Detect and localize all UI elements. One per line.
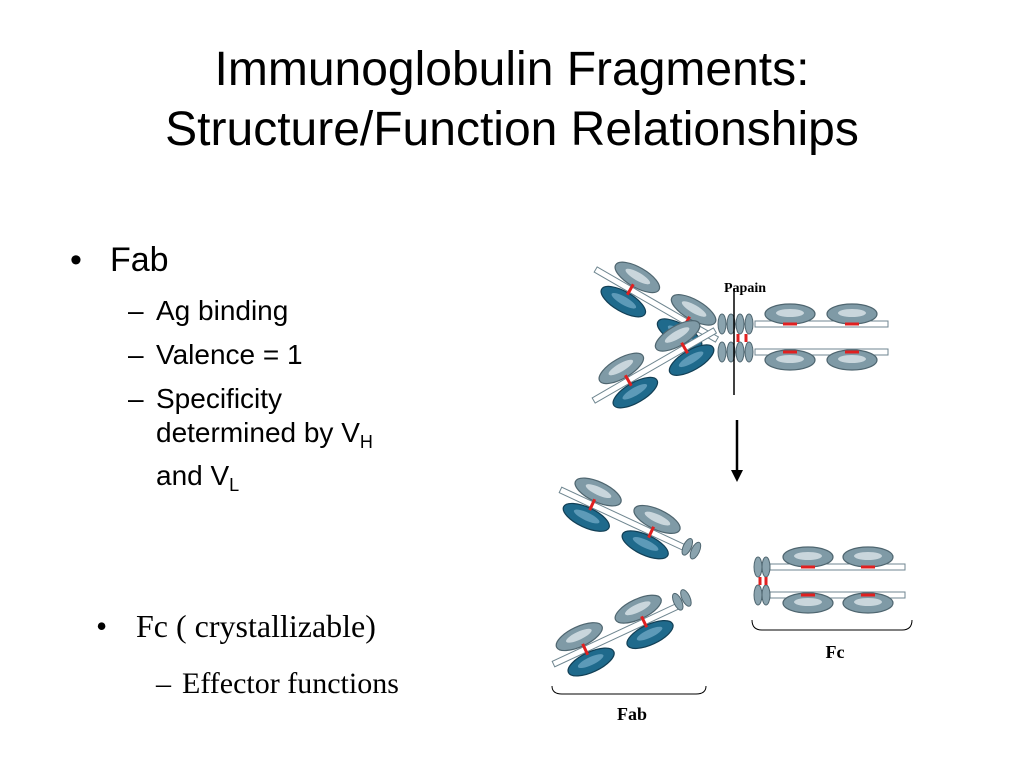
fab-bracket <box>551 685 707 695</box>
fc-label: Fc <box>826 642 845 662</box>
intact-antibody: Papain <box>591 255 889 415</box>
lower-fab-arm <box>591 314 719 415</box>
fab-bullet-list: • Fab – Ag binding – Valence = 1 – Speci… <box>70 236 510 502</box>
title-line-2: Structure/Function Relationships <box>165 103 859 156</box>
fc-tail <box>754 303 889 371</box>
title-line-1: Immunoglobulin Fragments: <box>214 43 810 96</box>
specificity-item: – Specificity determined by VH and VL <box>70 382 510 502</box>
dash: – <box>128 295 144 326</box>
fc-bullet: • Fc ( crystallizable) <box>96 604 536 648</box>
vl-subscript: L <box>229 475 240 495</box>
and-v-text: and V <box>156 460 230 491</box>
valence-text: Valence = 1 <box>156 339 303 370</box>
fc-bullet-label: Fc ( crystallizable) <box>136 608 376 644</box>
determined-by-text: determined by V <box>156 417 360 448</box>
effector-text: Effector functions <box>182 667 399 700</box>
dash: – <box>128 383 144 414</box>
fab-label: Fab <box>617 704 647 724</box>
fab-bullet: • Fab <box>70 236 510 284</box>
bullet-dot: • <box>70 241 82 279</box>
fc-fragment <box>753 546 906 614</box>
slide-title: Immunoglobulin Fragments: Structure/Func… <box>0 40 1024 160</box>
ag-binding-text: Ag binding <box>156 295 289 326</box>
papain-label: Papain <box>724 281 766 296</box>
hinge-region <box>717 313 754 363</box>
ag-binding-item: – Ag binding <box>70 294 510 328</box>
dash: – <box>156 667 171 700</box>
valence-item: – Valence = 1 <box>70 338 510 372</box>
fc-bracket <box>751 619 913 631</box>
fab-fragment-lower <box>551 588 692 683</box>
specificity-text: Specificity <box>156 383 283 414</box>
fab-bullet-label: Fab <box>110 241 169 279</box>
effector-item: – Effector functions <box>96 664 536 704</box>
specificity-line-3: and VL <box>156 459 510 502</box>
down-arrow <box>731 420 743 482</box>
fc-bullet-list: • Fc ( crystallizable) – Effector functi… <box>96 604 536 704</box>
vh-subscript: H <box>359 432 373 452</box>
specificity-line-2: determined by VH <box>156 416 510 459</box>
fab-fragment-upper <box>558 471 702 566</box>
dash: – <box>128 339 144 370</box>
bullet-dot: • <box>96 608 108 644</box>
